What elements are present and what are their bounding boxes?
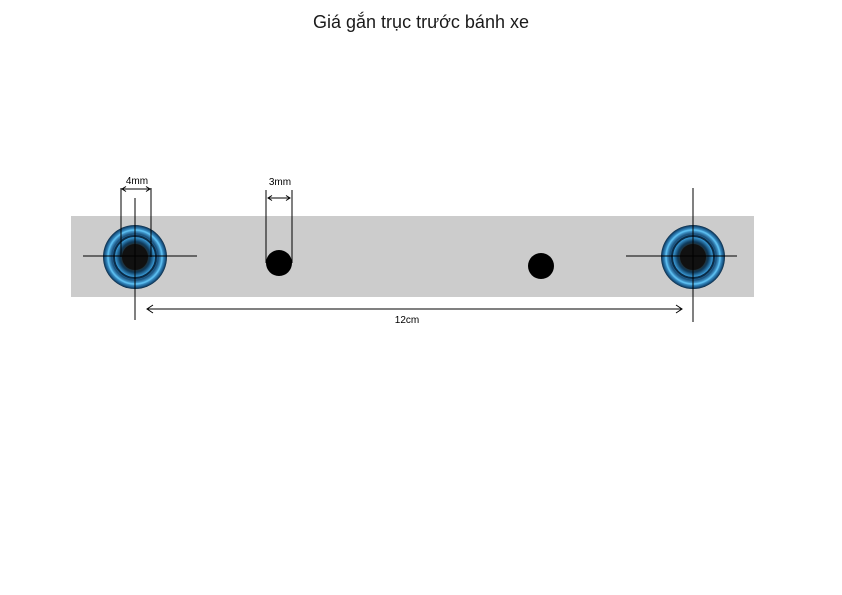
right-crosshair — [626, 188, 737, 322]
slot-width-dimension — [265, 190, 293, 263]
overall-span-dimension — [146, 304, 683, 314]
mounting-hole — [528, 253, 554, 279]
slot-width-label: 3mm — [269, 177, 291, 188]
overall-span-label: 12cm — [395, 315, 419, 326]
diagram-title: Giá gắn trục trước bánh xe — [313, 12, 529, 32]
slot-hole — [266, 250, 292, 276]
bearing-hole-dimension — [120, 186, 152, 257]
left-crosshair — [83, 198, 197, 320]
bearing-hole-label: 4mm — [126, 176, 148, 187]
